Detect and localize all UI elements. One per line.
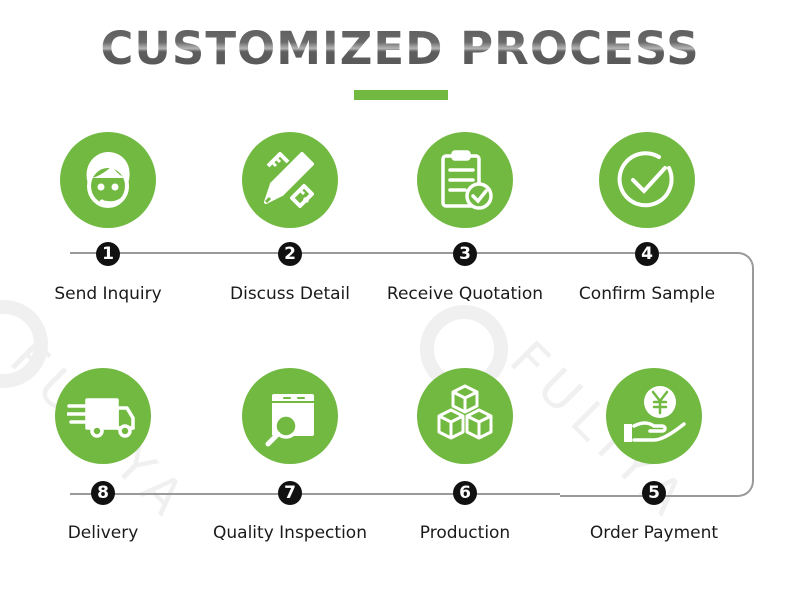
step-number-badge: 7 [278,481,302,505]
connector-line-top [70,252,560,254]
connector-line-bottom [70,493,560,495]
step-number-badge: 2 [278,242,302,266]
step-label: Confirm Sample [578,284,716,304]
step-number-badge: 1 [96,242,120,266]
step-label: Quality Inspection [213,523,367,543]
box-magnifier-icon [242,368,338,464]
clipboard-check-icon [417,132,513,228]
page-title: CUSTOMIZED PROCESS [0,22,800,75]
delivery-truck-icon [55,368,151,464]
step-label: Delivery [67,523,139,543]
step-label: Send Inquiry [54,284,162,304]
check-circle-icon [599,132,695,228]
step-label: Order Payment [589,523,719,543]
step-label: Discuss Detail [230,284,350,304]
step-number-badge: 3 [453,242,477,266]
step-number-badge: 4 [635,242,659,266]
step-label: Production [419,523,511,543]
stacked-boxes-icon [417,368,513,464]
pencil-ruler-icon [242,132,338,228]
step-label: Receive Quotation [386,284,544,304]
yen-coin-hand-icon [606,368,702,464]
title-underline [354,90,448,100]
step-number-badge: 6 [453,481,477,505]
step-number-badge: 8 [91,481,115,505]
customer-service-headset-icon [60,132,156,228]
step-number-badge: 5 [642,481,666,505]
